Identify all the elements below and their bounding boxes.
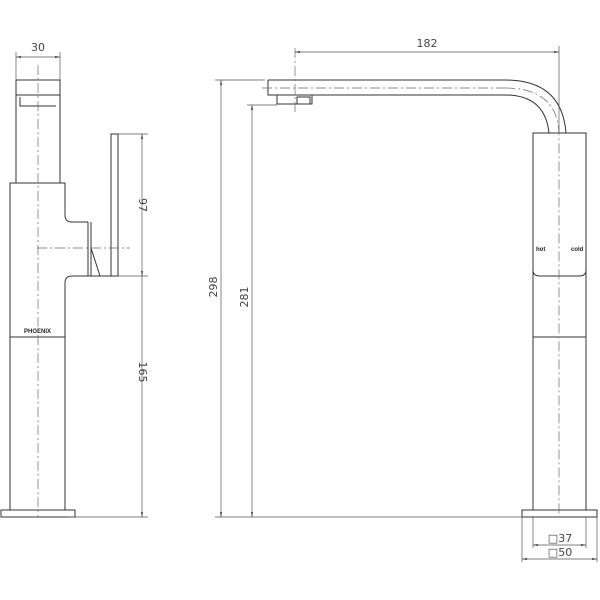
handle-dimension: 97 xyxy=(136,198,149,212)
body-square-dimension: □37 xyxy=(548,532,572,545)
total-height-dimension: 298 xyxy=(207,277,220,298)
body-outline-lower xyxy=(64,275,100,510)
front-view: hot cold 182 298 281 □37 □50 xyxy=(207,37,598,562)
riser-body xyxy=(532,132,587,510)
width-dimension: 30 xyxy=(31,41,45,54)
hot-label: hot xyxy=(536,247,545,253)
cold-label: cold xyxy=(571,247,584,253)
spout-outer xyxy=(268,79,567,134)
reach-dimension: 182 xyxy=(417,37,438,50)
lever-handle xyxy=(110,133,119,277)
centerline xyxy=(504,87,560,517)
handle-outline xyxy=(532,269,587,277)
brand-logo: PHOENIX xyxy=(24,329,51,335)
side-view: PHOENIX 30 97 165 xyxy=(0,41,149,518)
base-square-dimension: □50 xyxy=(548,546,572,559)
base-plate xyxy=(521,509,598,518)
body-outline-upper xyxy=(9,182,88,510)
spout-slot xyxy=(19,97,56,107)
body-dimension: 165 xyxy=(136,362,149,383)
aerator xyxy=(276,94,313,105)
lever-stem xyxy=(87,222,118,277)
spout-inner xyxy=(267,80,550,134)
outlet-height-dimension: 281 xyxy=(238,287,251,308)
